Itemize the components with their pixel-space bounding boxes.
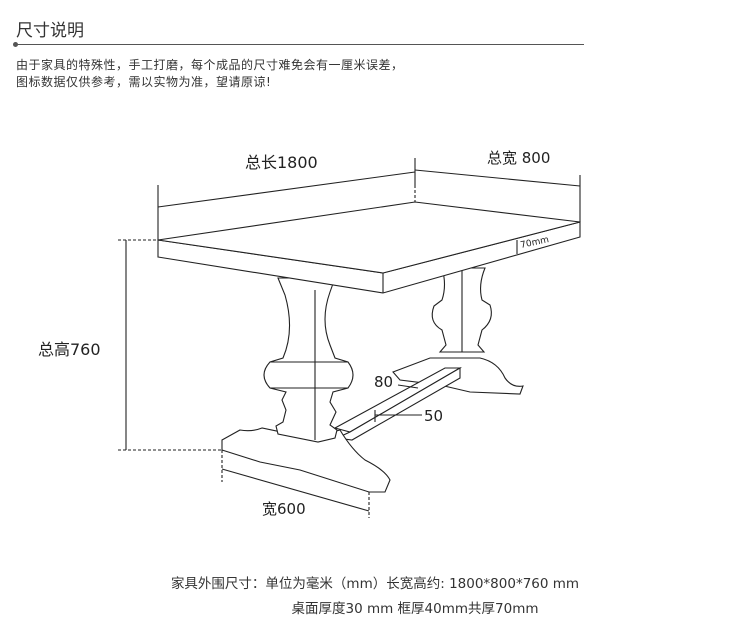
rule-dot bbox=[13, 42, 18, 47]
dimension-labels: 总长1800 总宽 800 总高760 宽600 70mm 80 50 bbox=[38, 149, 550, 518]
width-dimension bbox=[414, 169, 581, 222]
width-label: 总宽 800 bbox=[487, 149, 550, 167]
title-divider bbox=[16, 44, 584, 45]
height-dimension bbox=[118, 239, 222, 451]
length-dimension bbox=[157, 158, 416, 240]
leader-lines bbox=[374, 384, 422, 422]
height-label: 总高760 bbox=[38, 340, 101, 359]
disclaimer-line-1: 由于家具的特殊性，手工打磨，每个成品的尺寸难免会有一厘米误差， bbox=[16, 58, 404, 72]
thickness-summary: 桌面厚度30 mm 框厚40mm共厚70mm bbox=[291, 601, 539, 617]
length-label: 总长1800 bbox=[245, 153, 318, 172]
disclaimer-line-2: 图标数据仅供参考，需以实物为准，望请原谅! bbox=[16, 75, 272, 89]
front-pedestal bbox=[221, 277, 391, 493]
base-width-dimension bbox=[221, 450, 370, 518]
stretcher-height-label: 50 bbox=[424, 407, 443, 425]
tabletop bbox=[157, 201, 581, 294]
dimension-summary: 家具外围尺寸：单位为毫米（mm）长宽高约: 1800*800*760 mm bbox=[170, 576, 580, 592]
disclaimer-note: 由于家具的特殊性，手工打磨，每个成品的尺寸难免会有一厘米误差， 图标数据仅供参考… bbox=[16, 57, 404, 91]
base-width-label: 宽600 bbox=[262, 500, 306, 518]
stretcher bbox=[333, 367, 463, 441]
section-title: 尺寸说明 bbox=[16, 21, 84, 41]
stretcher-width-label: 80 bbox=[374, 373, 393, 391]
